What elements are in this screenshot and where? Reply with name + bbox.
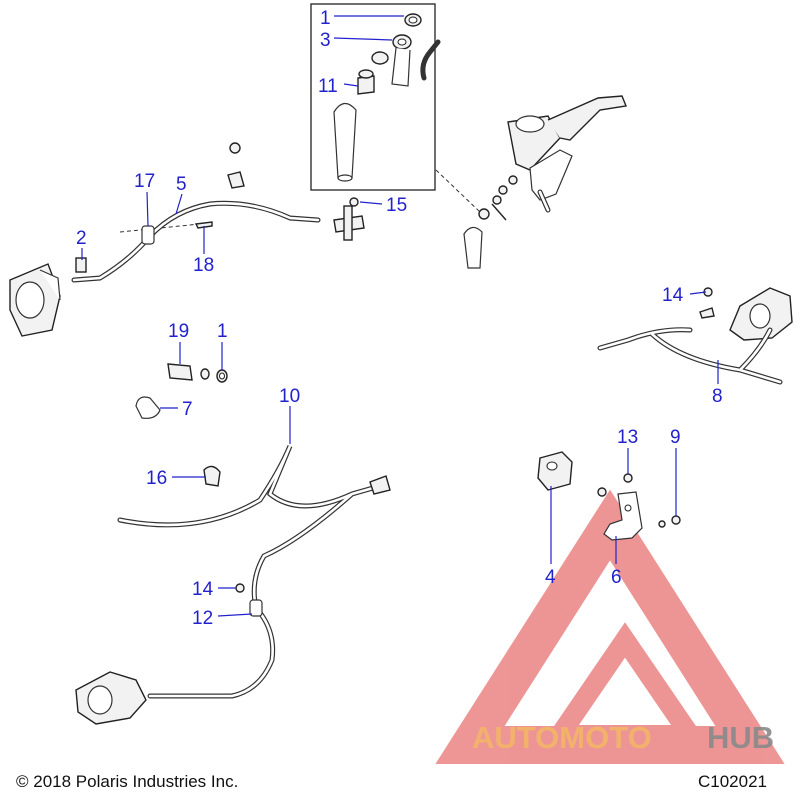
leader-11: [343, 83, 359, 87]
callout-1-mid: 1: [217, 321, 228, 342]
callout-7: 7: [182, 399, 193, 420]
callout-18: 18: [193, 255, 214, 276]
watermark-logo: [435, 489, 785, 764]
callout-17: 17: [134, 171, 155, 192]
leader-17: [146, 191, 149, 227]
callout-14-right: 14: [662, 285, 684, 306]
front-caliper-right: [699, 287, 793, 341]
dash-line-caliper: [119, 223, 201, 233]
copyright-text: © 2018 Polaris Industries Inc.: [16, 772, 239, 791]
brake-line-right: [597, 327, 783, 385]
front-caliper-left: [9, 263, 61, 337]
inset-line-tube: [420, 39, 441, 81]
leader-3: [333, 37, 393, 41]
callout-9: 9: [670, 427, 681, 448]
hose-clip-16: [203, 465, 221, 487]
banjo-bolt-2: [75, 257, 87, 273]
fitting-19: [167, 363, 228, 383]
callout-2: 2: [76, 228, 87, 249]
leader-5: [175, 193, 183, 215]
banjo-bolt: [357, 69, 375, 95]
cable-tie-18: [194, 221, 213, 229]
callout-5: 5: [176, 174, 187, 195]
rear-caliper: [75, 671, 147, 725]
inset-boot: [333, 102, 357, 182]
banjo-fitting: [371, 34, 412, 87]
callout-4: 4: [545, 567, 556, 588]
hose-clamp-17: [141, 225, 155, 245]
bolt-14-bottom: [235, 583, 245, 593]
brake-junction-block: [333, 197, 365, 241]
small-bolt-top: [227, 142, 245, 189]
callout-13: 13: [617, 427, 638, 448]
callout-14-bottom: 14: [192, 579, 214, 600]
crush-washer-top: [404, 13, 422, 27]
watermark-text-auto: AUTOMOTO: [472, 720, 652, 755]
callout-19: 19: [168, 321, 189, 342]
reservoir-boot: [463, 226, 483, 269]
callout-10: 10: [279, 386, 300, 407]
detail-inset-box: [310, 3, 436, 191]
callout-12: 12: [192, 608, 213, 629]
bracket-6: [597, 473, 681, 541]
rear-fitting: [369, 475, 391, 495]
leader-12: [217, 613, 253, 617]
callout-16: 16: [146, 468, 167, 489]
brake-line-front: [71, 200, 321, 283]
clamp-12: [249, 599, 263, 617]
catalog-id: C102021: [698, 772, 768, 791]
watermark-text-hub: HUB: [707, 720, 774, 755]
callout-3: 3: [320, 30, 331, 51]
leader-15: [359, 201, 383, 205]
small-fittings-cluster: [478, 175, 518, 221]
junction-block-4: [537, 451, 573, 491]
callout-15: 15: [386, 195, 407, 216]
callout-8: 8: [712, 386, 723, 407]
master-cylinder-lever: [507, 95, 627, 213]
callout-1-top: 1: [320, 8, 331, 29]
callout-11: 11: [318, 76, 338, 97]
leader-14-right: [689, 291, 707, 295]
p-clip-7: [135, 396, 161, 419]
dash-line-inset: [435, 169, 481, 213]
callout-6: 6: [611, 567, 622, 588]
